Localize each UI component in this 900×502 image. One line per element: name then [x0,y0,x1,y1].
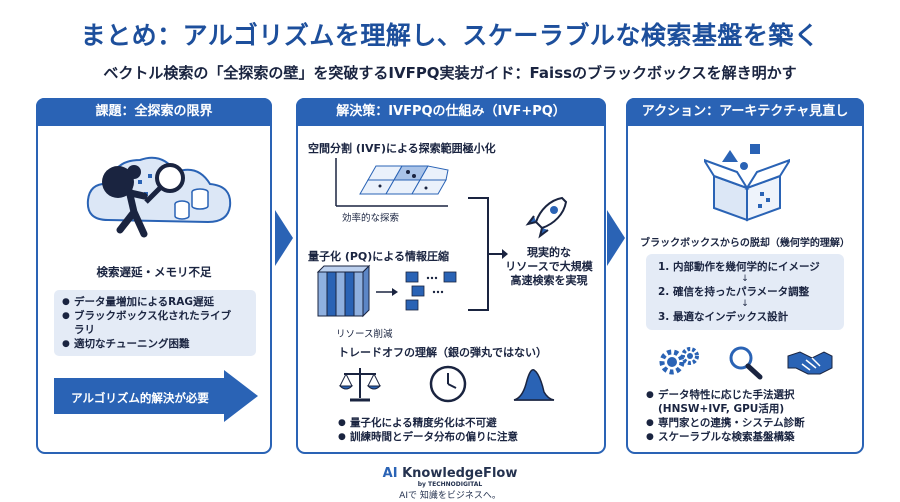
result-line: 高速検索を実現 [510,274,588,287]
open-black-box-icon [704,144,790,222]
brand-name: KnowledgeFlow [397,466,518,481]
brand-tagline: AIで 知識をビジネスへ。 [399,491,501,501]
action-bullets: データ特性に応じた手法選択 (HNSW+IVF, GPU活用) 専門家との連携・… [646,388,805,444]
brand-by: by TECHNODIGITAL [417,481,483,488]
action-bullet: スケーラブルな検索基盤構築 [646,430,805,444]
magnifier-icon [729,346,763,380]
box-caption: ブラックボックスからの脱却（幾何学的理解） [640,238,850,249]
problem-caption: 検索遅延・メモリ不足 [96,265,212,279]
result-text: 現実的な リソースで大規模 高速検索を実現 [502,246,596,288]
pq-title: 量子化 (PQ)による情報圧縮 [308,250,449,263]
slow-search-illustration-icon [86,156,232,238]
brand-ai: AI [382,466,398,481]
problem-bullet: 適切なチューニング困難 [62,337,248,351]
rocket-icon [525,196,568,239]
problem-column: 課題：全探索の限界 検索遅延・メモリ不足 データ量増加によるRAG遅延 ブラック… [36,98,272,454]
tradeoff-bullet: 訓練時間とデータ分布の偏りに注意 [338,430,518,444]
ivf-title: 空間分割 (IVF)による探索範囲極小化 [308,142,496,155]
action-bullet: データ特性に応じた手法選択 [646,388,805,402]
handshake-icon [787,351,833,375]
solution-header: 解決策：IVFPQの仕組み（IVF+PQ） [296,98,606,126]
action-step: 2. 確信を持ったパラメータ調整 [658,286,810,298]
problem-bullet: データ量増加によるRAG遅延 [62,295,248,309]
flow-arrow-2 [607,210,625,266]
result-line: リソースで大規模 [505,260,593,273]
ivf-grid-diagram [335,158,449,207]
problem-bullet-cont: ラリ [74,324,95,336]
problem-header: 課題：全探索の限界 [36,98,272,126]
gears-icon [659,347,699,375]
merge-bracket [468,197,508,311]
solution-needed-label: アルゴリズム的解決が必要 [71,391,209,405]
clock-icon [429,365,467,403]
pq-caption: リソース削減 [336,329,393,340]
action-bullet-cont: (HNSW+IVF, GPU活用) [658,403,785,415]
result-line: 現実的な [527,246,571,259]
ivf-caption: 効率的な探索 [342,213,400,224]
tradeoff-bullets: 量子化による精度劣化は不可避 訓練時間とデータ分布の偏りに注意 [338,416,518,444]
action-column: アクション：アーキテクチャ見直し ブラックボックスからの脱却（幾何学的理解） 1… [626,98,864,454]
action-step: 1. 内部動作を幾何学的にイメージ [658,261,820,273]
problem-bullet: ブラックボックス化されたライブ [62,309,248,323]
flow-arrow-1 [275,210,293,266]
brand-logo: AI KnowledgeFlow [0,466,900,481]
page-title: まとめ：アルゴリズムを理解し、スケーラブルな検索基盤を築く [80,21,820,50]
distribution-curve-icon [513,369,555,401]
page-subtitle: ベクトル検索の「全探索の壁」を突破するIVFPQ実装ガイド：Faissのブラック… [103,64,797,82]
action-step: 3. 最適なインデックス設計 [658,311,789,323]
solution-needed-arrow [54,370,258,422]
tradeoff-bullet: 量子化による精度劣化は不可避 [338,416,518,430]
pq-compression-diagram [316,264,457,318]
action-bullet: 専門家との連携・システム診断 [646,416,805,430]
balance-scale-icon [338,368,382,402]
action-header: アクション：アーキテクチャ見直し [626,98,864,126]
step-arrow-icon: ↓ [741,299,749,309]
tradeoff-title: トレードオフの理解（銀の弾丸ではない） [338,346,547,359]
problem-bullets: データ量増加によるRAG遅延 ブラックボックス化されたライブ ラリ 適切なチュー… [54,290,256,356]
action-steps: 1. 内部動作を幾何学的にイメージ ↓ 2. 確信を持ったパラメータ調整 ↓ 3… [646,254,844,330]
solution-column: 解決策：IVFPQの仕組み（IVF+PQ） 空間分割 (IVF)による探索範囲極… [296,98,606,454]
step-arrow-icon: ↓ [741,274,749,284]
